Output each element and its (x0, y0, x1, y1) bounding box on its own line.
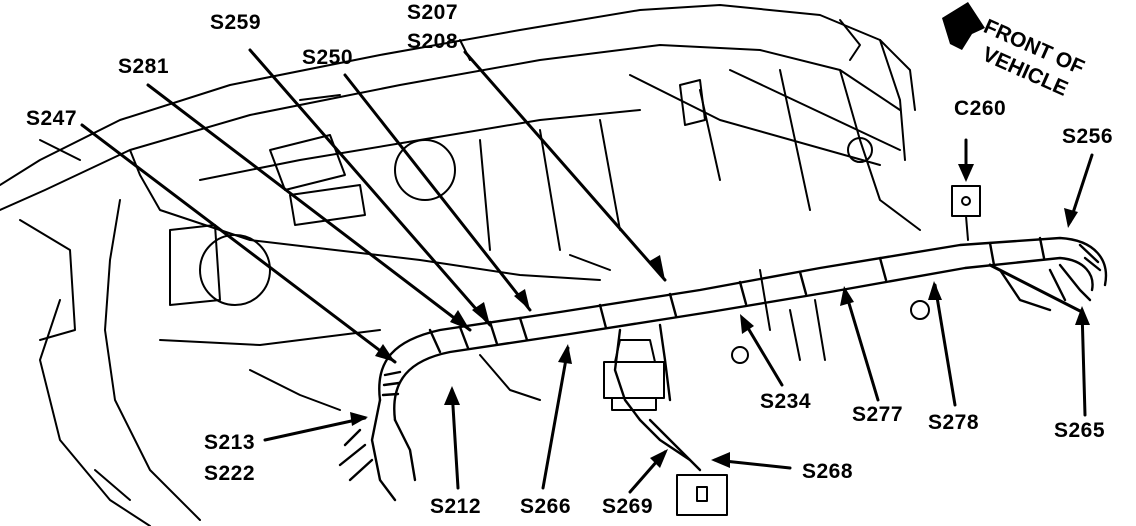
label-s265: S265 (1054, 419, 1106, 442)
label-s277: S277 (852, 403, 904, 426)
label-s212: S212 (430, 495, 482, 518)
connector-center (603, 339, 665, 411)
leader-s250 (343, 73, 532, 312)
leader-s207 (463, 50, 667, 282)
label-s250: S250 (302, 46, 354, 69)
label-s213: S213 (204, 431, 256, 454)
label-s234: S234 (760, 390, 812, 413)
label-s256: S256 (1062, 125, 1114, 148)
leader-s278 (933, 283, 957, 407)
front-arrow-icon (942, 2, 985, 50)
leader-s277 (843, 288, 880, 402)
label-s259: S259 (210, 11, 262, 34)
bolt (910, 300, 930, 320)
label-s266: S266 (520, 495, 572, 518)
leader-s247 (80, 123, 397, 364)
leader-s265 (1080, 308, 1087, 417)
grommet (731, 346, 749, 364)
label-s281: S281 (118, 55, 170, 78)
label-s207: S207 (407, 1, 459, 24)
label-s247: S247 (26, 107, 78, 130)
connector-bottom (676, 474, 728, 516)
label-s222: S222 (204, 462, 256, 485)
label-s278: S278 (928, 411, 980, 434)
leader-s259 (248, 48, 492, 327)
leader-s281 (146, 83, 472, 332)
leader-s265-b (988, 263, 1084, 314)
leader-s213 (263, 416, 367, 442)
label-s268: S268 (802, 460, 854, 483)
instrument-panel-outline (0, 4, 921, 526)
label-s269: S269 (602, 495, 654, 518)
leader-lines (80, 48, 1094, 494)
leader-s212 (450, 388, 460, 490)
leader-s266 (541, 346, 570, 490)
arrowheads (350, 164, 1090, 468)
label-c260: C260 (954, 97, 1007, 120)
connector-c260-body (951, 185, 981, 241)
label-s208: S208 (407, 30, 459, 53)
